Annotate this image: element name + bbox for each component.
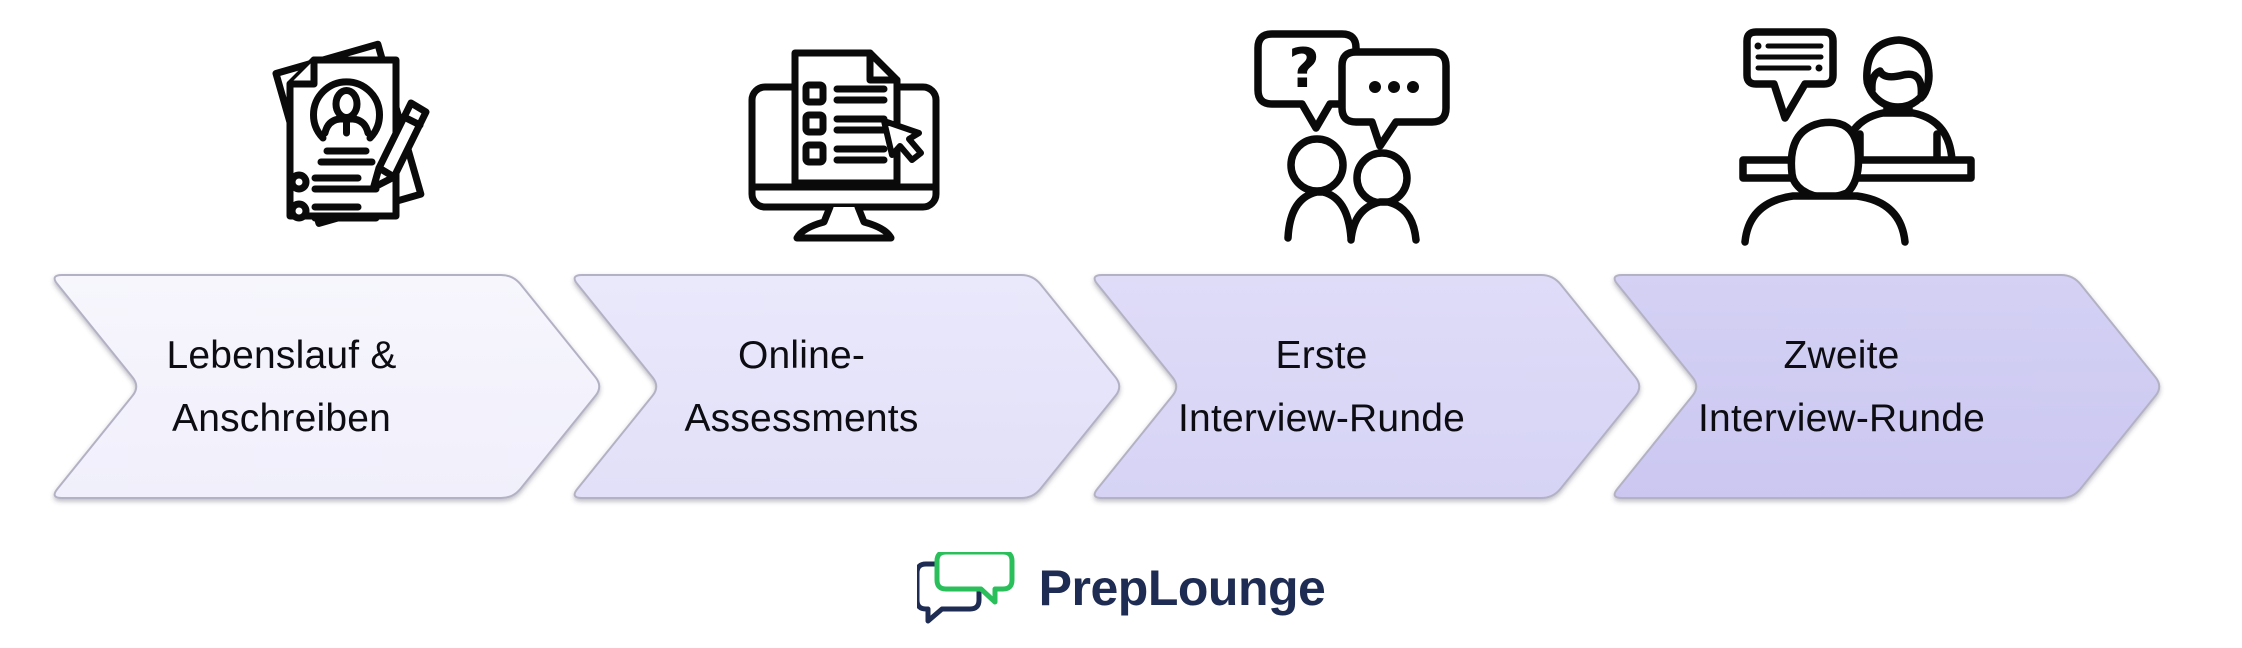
chevron-step-2 (573, 274, 1121, 499)
green-chat-bubble (934, 552, 1015, 605)
chevron-step-4 (1613, 274, 2161, 499)
step-label-line: Lebenslauf & (166, 333, 397, 377)
step-label-line: Erste (1275, 333, 1368, 377)
step-label-line: Anschreiben (171, 396, 391, 440)
avatar-head (332, 87, 361, 121)
sheet-fold (866, 49, 901, 84)
checkbox (802, 141, 827, 166)
question-mark-glyph: ? (1288, 37, 1319, 100)
ellipsis-bubble (1338, 48, 1450, 150)
chevron-step-1 (53, 274, 601, 499)
person-body (1347, 198, 1420, 244)
step-label-1: Lebenslauf & Anschreiben (50, 275, 513, 498)
interviewee-body (1741, 192, 1909, 246)
step-label-3: Erste Interview-Runde (1090, 275, 1553, 498)
avatar-circle (310, 78, 383, 142)
step-label-line: Interview-Runde (1698, 396, 1985, 440)
question-bubble (1254, 30, 1360, 132)
resume-documents-icon (270, 30, 435, 243)
chevron-step-3 (1093, 274, 1641, 499)
preplounge-logo: PrepLounge (0, 552, 2242, 624)
step-label-line: Interview-Runde (1178, 396, 1465, 440)
person-head (1353, 149, 1411, 207)
monitor-stand (793, 203, 895, 242)
panel-interview-icon (1739, 28, 1975, 246)
person-body (1284, 188, 1355, 242)
person-head (1287, 135, 1347, 195)
checkbox (802, 81, 827, 106)
step-label-line: Zweite (1783, 333, 1900, 377)
interview-chat-bubbles-icon: ? (1254, 30, 1450, 244)
step-label-line: Online- (737, 333, 866, 377)
speech-bubble (1743, 28, 1837, 122)
logo-text: PrepLounge (1038, 560, 1326, 616)
online-assessment-checklist-icon (746, 48, 942, 244)
interviewer-hair (1863, 36, 1933, 102)
checkbox (802, 111, 827, 136)
sheet-fold (286, 56, 318, 88)
interviewee-head (1787, 118, 1863, 202)
step-label-line: Assessments (684, 396, 919, 440)
cursor-icon (881, 118, 924, 163)
step-label-4: Zweite Interview-Runde (1610, 275, 2073, 498)
step-label-2: Online- Assessments (570, 275, 1033, 498)
chat-bubbles-logo-icon (916, 552, 1015, 624)
